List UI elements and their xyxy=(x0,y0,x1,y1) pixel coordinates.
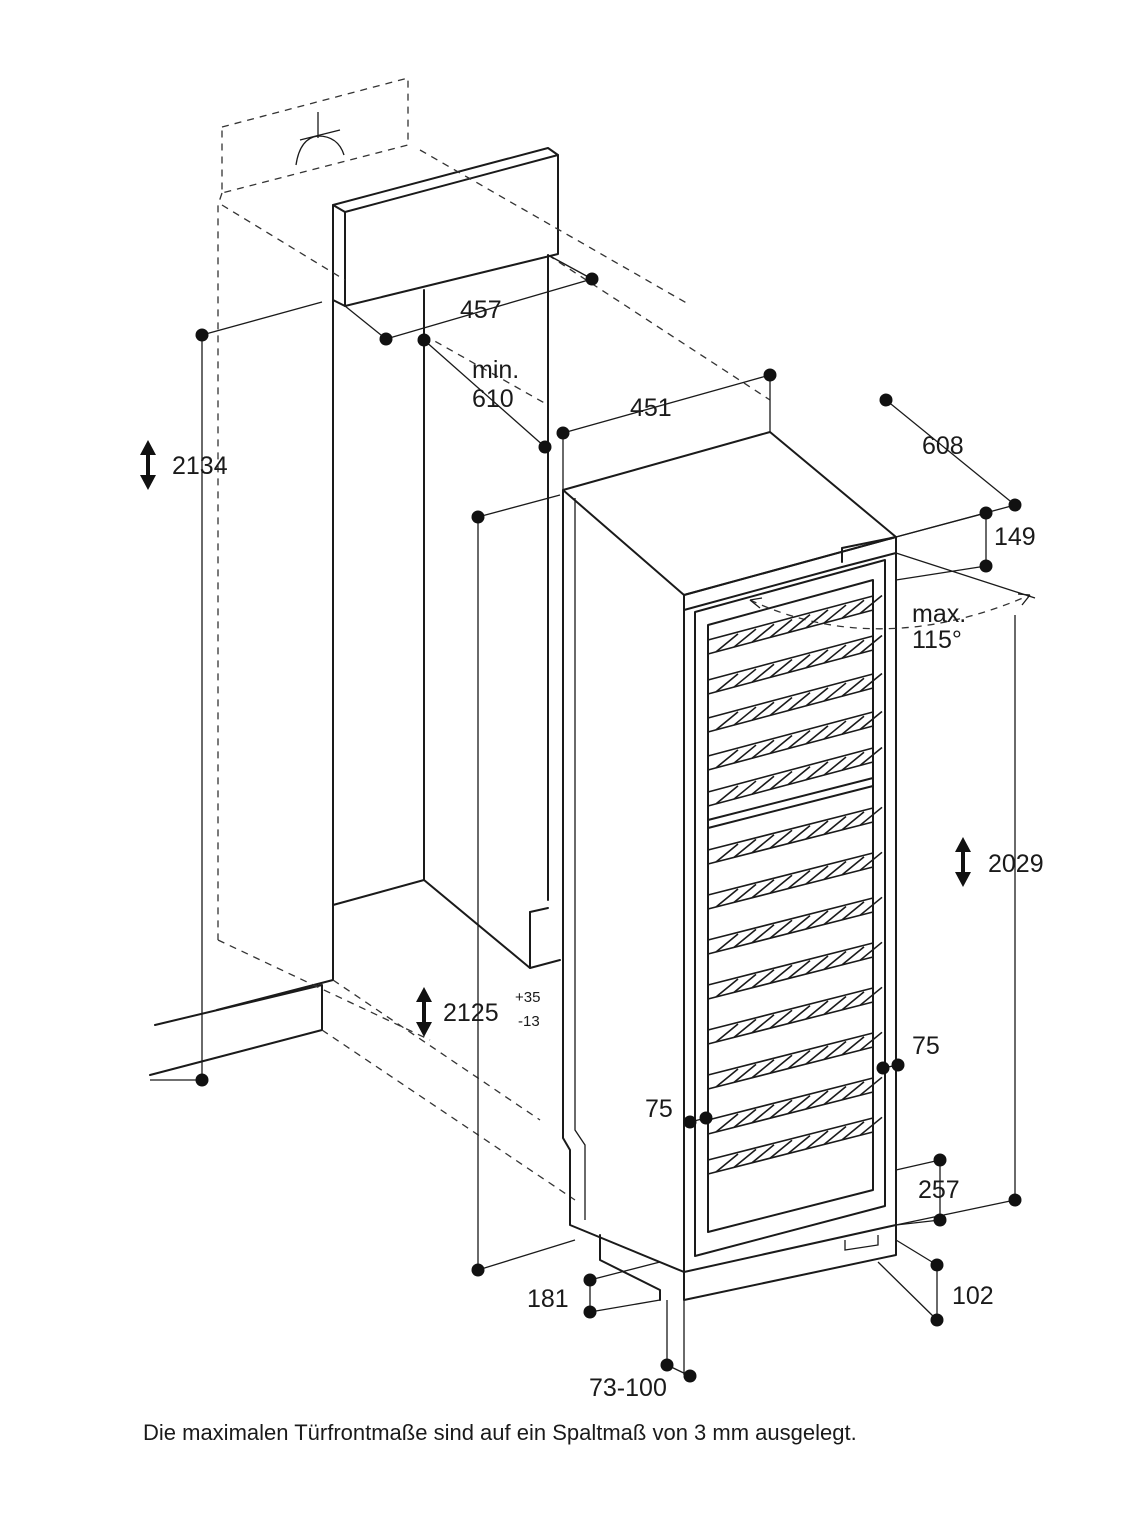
label-appliance-width: 451 xyxy=(630,394,672,422)
rack-shelf xyxy=(707,896,883,955)
label-side-gap-left: 75 xyxy=(645,1095,673,1123)
rack-shelf xyxy=(707,806,883,865)
rack-shelf xyxy=(707,851,883,910)
rack-shelf xyxy=(707,1116,883,1175)
rack-shelf xyxy=(707,1076,883,1135)
rack-shelf xyxy=(707,594,883,655)
double-arrow-icon xyxy=(140,440,156,490)
rack-shelf xyxy=(707,941,883,1000)
rack-shelf xyxy=(707,634,883,695)
label-plinth-range: 73-100 xyxy=(589,1374,667,1402)
niche xyxy=(149,77,771,1201)
label-installed-height: 2125 xyxy=(443,999,499,1027)
label-tolerance-plus: +35 xyxy=(515,989,541,1006)
rack-shelf xyxy=(707,1031,883,1090)
arrow-icons xyxy=(140,440,971,1037)
label-side-gap-right: 75 xyxy=(912,1032,940,1060)
rack-shelf xyxy=(707,672,883,733)
label-foot-depth: 102 xyxy=(952,1282,994,1310)
label-niche-depth: min. 610 xyxy=(472,356,520,413)
dimension-lines xyxy=(150,254,1016,1377)
rack-shelf xyxy=(707,710,883,771)
wine-racks xyxy=(707,594,883,1175)
double-arrow-icon xyxy=(955,837,971,887)
rack-shelf xyxy=(707,986,883,1045)
label-door-offset: 149 xyxy=(994,523,1036,551)
rack-shelf xyxy=(707,746,883,807)
label-niche-width: 457 xyxy=(460,296,502,324)
label-tolerance-minus: -13 xyxy=(518,1013,540,1030)
caption: Die maximalen Türfrontmaße sind auf ein … xyxy=(143,1420,857,1445)
double-arrow-icon xyxy=(416,987,432,1037)
label-niche-height: 2134 xyxy=(172,452,228,480)
label-door-angle: max. 115° xyxy=(912,600,967,655)
label-door-height: 2029 xyxy=(988,850,1044,878)
label-appliance-depth: 608 xyxy=(922,432,964,460)
label-plinth-right: 257 xyxy=(918,1176,960,1204)
dimension-dots xyxy=(195,272,1022,1383)
label-plinth-left: 181 xyxy=(527,1285,569,1313)
